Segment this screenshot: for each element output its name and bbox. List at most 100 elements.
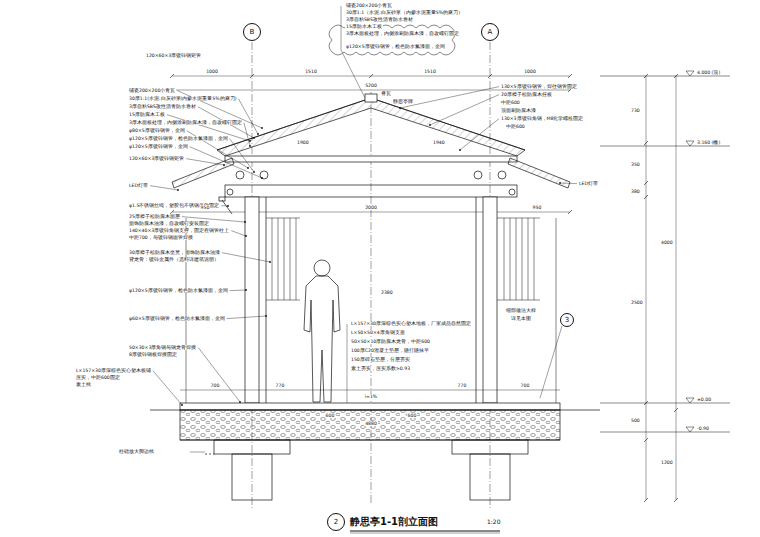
leader-line	[198, 348, 240, 402]
annotation-text: 30厚1:1(水泥:白灰砂浆(内掺水泥重量5%的麻刀)	[128, 96, 237, 101]
annotation-text: 详见本图	[510, 316, 532, 321]
annotation-text: φ80×5厚镀锌钢管，金同	[128, 128, 186, 133]
dimension-text: 950	[532, 205, 543, 210]
dimension-text: 1000	[205, 69, 219, 74]
dimension-text: 4000	[660, 240, 674, 245]
leader-line	[221, 205, 228, 206]
dimension-text: 2380	[380, 290, 394, 295]
leader-line	[400, 87, 499, 108]
annotation-text: 柱础放大脚边线	[118, 449, 155, 454]
dimension-text: 1:20	[486, 519, 501, 526]
bubble-label: 3	[565, 317, 569, 324]
annotation-text: 120×60×3厚镀锌钢矩管	[145, 53, 202, 58]
leader-dot	[257, 133, 259, 135]
annotation-text: φ120×5厚镀锌钢管，检色防水氟漆面，金同	[128, 288, 229, 293]
leader-dot	[253, 171, 255, 173]
annotation-text: 素土线	[75, 382, 92, 387]
annotation-text: 面饰防腐木油漆，自攻螺钉安装固定	[128, 221, 210, 226]
annotation-text: 20厚樟子松防腐木挂板	[500, 92, 553, 97]
annotation-text: 30厚樟子松防腐木坐凳，面饰防腐木油漆	[128, 250, 221, 255]
annotation-text: 15厚防腐木工板	[128, 112, 166, 117]
annotation-text: 8厚镀锌钢板焊接固定	[128, 352, 178, 357]
leader-line	[238, 99, 258, 134]
dimension-text: 500	[630, 418, 641, 423]
dimension-text: i=1%	[364, 394, 378, 399]
annotation-text: 3厚木面板处理，内侧涂刷防腐木漆，自攻螺钉固定	[128, 120, 243, 125]
dimension-text: 1510	[423, 69, 437, 74]
bubble-label: B	[250, 29, 255, 36]
annotation-text: 铺瓷200×200小青瓦	[345, 3, 393, 8]
annotation-text: 静思亭牌	[392, 99, 414, 104]
dimension-text: 350	[630, 162, 641, 167]
leader-dot	[269, 261, 271, 263]
dimension-text: 5200	[364, 83, 378, 88]
dimension-text: 1940	[432, 140, 446, 145]
dimension-text: 1900	[296, 140, 310, 145]
annotation-text: 150厚碎石垫层，分层夯实	[350, 357, 411, 362]
annotation-text: φ60×5厚镀锌钢管，检色防水氟漆面，金同	[128, 316, 226, 321]
leader-line	[186, 159, 224, 165]
leader-line	[460, 119, 499, 150]
leader-dot	[223, 164, 225, 166]
annotation-text: φ120×5厚镀锌钢管，检色防水氟漆面，金同	[128, 136, 229, 141]
leader-dot	[459, 149, 461, 151]
leader-dot	[261, 177, 263, 179]
dimension-text: 2500	[630, 300, 644, 305]
leader-line	[244, 123, 250, 146]
dimension-text: 770	[275, 383, 286, 388]
drawing-number: 2	[327, 513, 345, 531]
annotation-text: 30厚1:1（水泥:白灰砂浆（内掺水泥重量5%的麻刀）	[345, 10, 464, 15]
leader-dot	[181, 404, 183, 406]
axis-bubble: A	[481, 23, 499, 41]
dimension-text: -0.90	[696, 426, 710, 431]
annotation-text: 压实，中距600固定	[75, 375, 121, 380]
annotation-text: LED灯带	[578, 181, 599, 186]
annotation-text: L×50×50×4厚角钢支座	[350, 330, 406, 335]
dimension-text: 700	[210, 383, 221, 388]
dimension-text: 1000	[523, 69, 537, 74]
leader-dot	[245, 235, 247, 237]
annotation-text: LED灯带	[128, 183, 149, 188]
annotation-text: 50×50×10厚防腐木龙骨，中距600	[350, 339, 431, 344]
annotation-text: 铺瓷200×200小青瓦	[128, 88, 176, 93]
dimension-text: 950	[200, 205, 211, 210]
annotation-text: 4.000 (顶)	[696, 70, 721, 75]
axis-bubble: B	[243, 23, 261, 41]
annotation-text: 脊瓦	[380, 91, 392, 96]
annotation-text: 细部做法大样	[505, 308, 537, 313]
bubble-label: 2	[334, 519, 338, 526]
leader-dot	[247, 167, 249, 169]
annotation-text: 15厚防水木工板	[345, 24, 383, 29]
leader-line	[230, 290, 246, 292]
dimension-text: 600	[407, 413, 418, 418]
annotation-text: 3厚木面板处理，内侧涂刷防腐木漆，自攻螺钉固定	[345, 31, 460, 36]
annotation-text: 130×3厚镀锌角钢，M8化学螺栓固定	[500, 116, 584, 121]
dimension-text: 380	[630, 189, 641, 194]
annotation-text: φ120×5厚镀锌钢管，金同	[128, 144, 189, 149]
annotation-text: 3厚自粘SBS改性沥青防水卷材	[345, 17, 414, 22]
detail-callout: 3	[560, 313, 574, 327]
leader-dot	[177, 189, 179, 191]
annotation-text: 3厚自粘SBS改性沥青防水卷材	[128, 104, 197, 109]
leader-line	[231, 231, 246, 236]
dimension-text: 1200	[660, 460, 674, 465]
leader-dot	[253, 137, 255, 139]
annotation-text: φ120×5厚镀锌钢管，检色防水氟漆面，金同	[345, 44, 446, 49]
dimension-text: 730	[630, 108, 641, 113]
annotation-text: 140×40×3厚镀锌角钢支撑，固定在钢管柱上	[128, 228, 230, 233]
leader-dot	[249, 145, 251, 147]
leader-line	[222, 253, 270, 262]
drawing-title: 静思亭1-1剖立面图	[350, 515, 438, 529]
leader-dot	[244, 221, 246, 223]
leader-dot	[227, 205, 229, 207]
leader-dot	[245, 289, 247, 291]
annotation-text: 3.160 (檐)	[696, 140, 721, 145]
annotation-text: 130×5厚镀锌钢管，焊往钢管固定	[500, 84, 578, 89]
dimension-text: ±0.00	[696, 397, 712, 402]
annotation-text: 100厚C20混凝土垫层，随打随抹平	[350, 348, 430, 353]
annotation-text: 背龙骨：镀锌金属件（选料详建筑说明）	[128, 257, 220, 262]
leader-dot	[239, 401, 241, 403]
dimension-text: 1510	[304, 69, 318, 74]
